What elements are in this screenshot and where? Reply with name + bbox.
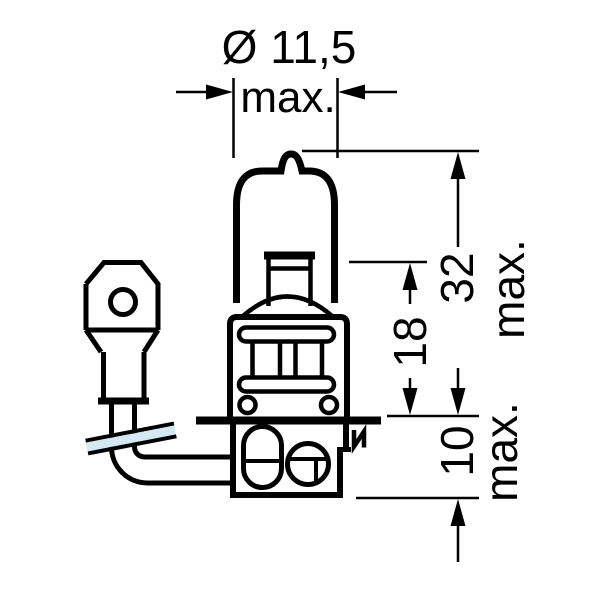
overall-length-value-label: 32 <box>431 252 483 304</box>
rivet-left <box>237 394 258 416</box>
rivet-right <box>318 394 340 416</box>
metal-base-shell <box>227 314 350 418</box>
glass-envelope <box>233 150 338 318</box>
base-dome-arc <box>241 294 334 318</box>
contact-hole <box>285 441 331 487</box>
filament-height-value-label: 18 <box>384 316 436 368</box>
key-tab-mark <box>351 424 367 454</box>
spade-connector <box>83 260 161 405</box>
filament-tube <box>264 251 315 306</box>
connector-hole <box>108 287 138 317</box>
arrowhead-up-icon <box>450 499 466 526</box>
arrowhead-down-icon <box>450 388 466 415</box>
diameter-qualifier-label: max. <box>240 73 336 122</box>
base-height-value-label: 10 <box>431 425 483 477</box>
base-height-qualifier-label: max. <box>475 402 527 502</box>
extension-lines <box>302 149 479 500</box>
diameter-dimension-lines <box>176 78 397 158</box>
arrowhead-right-icon <box>206 84 233 100</box>
spring-band-upper <box>236 325 337 344</box>
wire-break-band <box>85 421 177 456</box>
arrowhead-up-icon <box>450 152 466 179</box>
arrowhead-down-icon <box>402 388 418 415</box>
base-height-dimension-lines <box>450 499 466 562</box>
filament-height-dimension-lines <box>402 263 418 415</box>
overall-length-dimension-lines <box>450 152 466 415</box>
base-block <box>230 424 367 498</box>
crimp-barrel <box>101 352 147 399</box>
spring-band-lower <box>236 375 337 394</box>
contact-slot <box>241 424 284 490</box>
overall-length-qualifier-label: max. <box>482 239 534 339</box>
arrowhead-left-icon <box>338 84 365 100</box>
diameter-value-label: Ø 11,5 <box>221 21 357 73</box>
arrowhead-up-icon <box>402 263 418 290</box>
